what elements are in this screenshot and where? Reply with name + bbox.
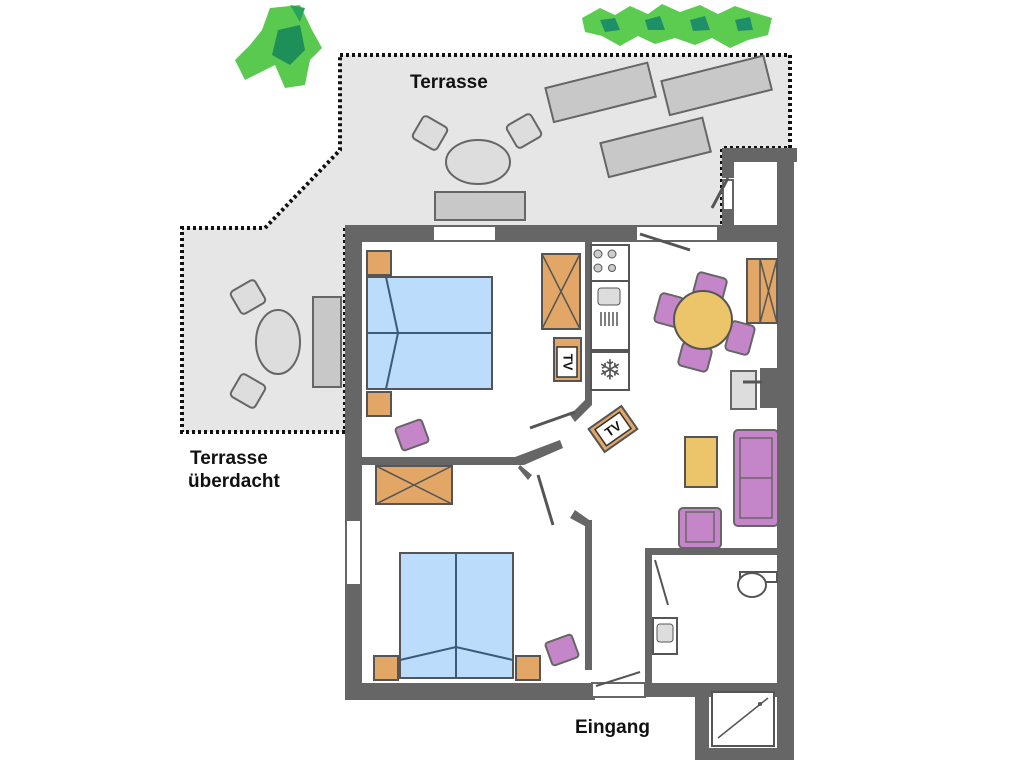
terrace-bench — [434, 191, 526, 221]
terrace-chair — [229, 279, 267, 315]
stool — [394, 418, 430, 452]
stove-icon — [591, 249, 629, 282]
tv-icon — [556, 346, 578, 378]
nightstand — [373, 655, 399, 681]
bedroom1-door[interactable] — [529, 410, 576, 430]
plant-icon — [235, 5, 322, 88]
window — [432, 225, 497, 242]
terrace-table — [445, 139, 511, 185]
door-swing — [710, 177, 730, 209]
sofa — [733, 429, 779, 527]
tv-icon — [593, 411, 633, 447]
cabinet — [746, 258, 778, 324]
nightstand — [366, 391, 392, 417]
wardrobe — [541, 253, 581, 330]
terrace-door[interactable] — [635, 225, 719, 242]
terrace-chair — [411, 115, 449, 151]
covered-terrace-table — [255, 309, 301, 375]
tv-stand: TV — [587, 404, 639, 454]
bathroom-door[interactable] — [654, 559, 669, 606]
sink-icon — [597, 287, 621, 326]
entrance-label: Eingang — [575, 717, 650, 738]
wardrobe — [375, 465, 453, 505]
window — [345, 519, 362, 586]
wash-basin — [730, 370, 757, 410]
covered-terrace-label: Terrasse — [190, 448, 268, 469]
armchair — [678, 507, 722, 549]
nightstand — [515, 655, 541, 681]
entrance-door[interactable] — [591, 682, 646, 698]
coffee-table — [684, 436, 718, 488]
toilet-icon — [737, 571, 778, 598]
door-swing — [595, 671, 641, 687]
tv-label: TV — [561, 354, 576, 371]
door-swing — [639, 232, 691, 252]
terrace-label: Terrasse — [410, 72, 488, 93]
bedroom2-door[interactable] — [536, 474, 555, 526]
covered-terrace-bench — [312, 296, 342, 388]
lounger — [544, 54, 773, 179]
hedge-icon — [582, 4, 772, 48]
terrace-chair — [505, 113, 543, 149]
freezer — [590, 351, 630, 391]
nightstand — [366, 250, 392, 276]
dining-table — [673, 290, 733, 350]
terrace-chair — [229, 373, 267, 409]
covered-terrace-label-2: überdacht — [188, 471, 281, 492]
bathroom-sink-icon — [652, 617, 678, 655]
stool — [544, 633, 580, 667]
snowflake-icon: ❄ — [598, 354, 621, 385]
shower-icon — [711, 691, 775, 747]
